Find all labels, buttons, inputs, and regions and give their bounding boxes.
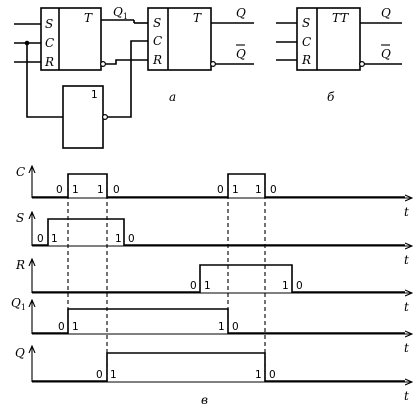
c-level-label: 0 <box>270 184 277 196</box>
q-level-label: 1 <box>110 369 117 381</box>
q1-signal-label: Q1 <box>11 296 26 312</box>
q1-level-label: 0 <box>232 321 239 333</box>
b-inverted-output-bubble <box>359 60 366 67</box>
inverter-label: 1 <box>91 89 98 101</box>
c-level-label: 1 <box>72 184 79 196</box>
q-output-label: Q <box>236 6 246 20</box>
s-time-label: t <box>404 253 409 267</box>
trigger-1-body <box>40 7 102 71</box>
q-level-label: 0 <box>269 369 276 381</box>
trigger-2-r-label: R <box>152 53 162 67</box>
s-level-label: 0 <box>37 233 44 245</box>
diagram-b: S C R TT Q Q б <box>276 6 402 104</box>
trigger-1: S C R T <box>40 7 106 71</box>
trigger-2-type-label: T <box>193 11 202 25</box>
trigger-1-inverted-output-bubble <box>99 60 106 67</box>
r-level-label: 1 <box>282 280 289 292</box>
b-c-label: C <box>302 35 311 49</box>
timing-row-r: R t 0 1 1 0 <box>15 258 412 314</box>
b-type-label: TT <box>332 11 349 25</box>
q1-level-label: 1 <box>218 321 225 333</box>
q1-time-label: t <box>404 341 409 355</box>
timing-row-q: Q t 0 1 1 0 <box>15 346 412 403</box>
b-r-label: R <box>301 53 311 67</box>
r-waveform <box>32 264 405 293</box>
c-level-label: 0 <box>113 184 120 196</box>
diagram-b-caption: б <box>327 90 335 104</box>
inverter: 1 <box>62 85 108 149</box>
c-waveform <box>32 173 405 198</box>
trigger-2-inverted-output-bubble <box>210 60 217 67</box>
r-level-label: 0 <box>190 280 197 292</box>
timing-row-c: C t 0 1 1 0 0 1 1 0 <box>16 165 412 219</box>
q-signal-label: Q <box>15 346 25 360</box>
diagram-a-caption: а <box>169 90 176 104</box>
trigger-1-r-label: R <box>44 55 54 69</box>
s-waveform <box>32 218 405 246</box>
trigger-2-s-label: S <box>153 16 161 30</box>
diagram-a: S C R T Q1 1 S C R T <box>14 5 254 149</box>
q-level-label: 1 <box>255 369 262 381</box>
b-trigger-body <box>296 7 361 71</box>
c-level-label: 0 <box>56 184 63 196</box>
c-level-label: 1 <box>255 184 262 196</box>
timing-diagram: C t 0 1 1 0 0 1 1 0 S t 0 1 1 0 <box>11 165 412 407</box>
trigger-2-body <box>147 7 212 71</box>
q1bar-to-r2-wire <box>105 59 148 65</box>
inverter-to-c2-wire <box>107 40 148 118</box>
s-level-label: 0 <box>128 233 135 245</box>
c-time-label: t <box>404 205 409 219</box>
q-time-label: t <box>404 389 409 403</box>
q1-waveform <box>32 308 405 334</box>
timing-row-s: S t 0 1 1 0 <box>16 211 412 267</box>
timing-row-q1: Q1 t 0 1 1 0 <box>11 296 412 355</box>
trigger-1-c-label: C <box>45 36 54 50</box>
r-time-label: t <box>404 300 409 314</box>
c-level-label: 1 <box>232 184 239 196</box>
b-qbar-output-label: Q <box>381 47 391 61</box>
c-level-label: 1 <box>97 184 104 196</box>
r-signal-label: R <box>15 258 25 272</box>
inverter-output-bubble <box>101 113 108 120</box>
qbar-output-label: Q <box>236 47 246 61</box>
trigger-1-type-label: T <box>84 11 93 25</box>
c-signal-label: C <box>16 165 25 179</box>
q1-label: Q1 <box>113 5 128 21</box>
trigger-1-s-label: S <box>45 17 53 31</box>
b-s-label: S <box>302 16 310 30</box>
trigger-2-c-label: C <box>153 34 162 48</box>
c-level-label: 0 <box>217 184 224 196</box>
b-q-output-label: Q <box>381 6 391 20</box>
q1-level-label: 1 <box>72 321 79 333</box>
q-level-label: 0 <box>96 369 103 381</box>
r-level-label: 0 <box>296 280 303 292</box>
s-level-label: 1 <box>115 233 122 245</box>
c-to-inverter-wire <box>26 43 63 118</box>
q-waveform <box>32 352 405 382</box>
r-level-label: 1 <box>204 280 211 292</box>
trigger-2: S C R T <box>147 7 217 71</box>
q1-level-label: 0 <box>58 321 65 333</box>
timing-caption: в <box>201 393 208 407</box>
s-signal-label: S <box>16 211 24 225</box>
s-level-label: 1 <box>51 233 58 245</box>
